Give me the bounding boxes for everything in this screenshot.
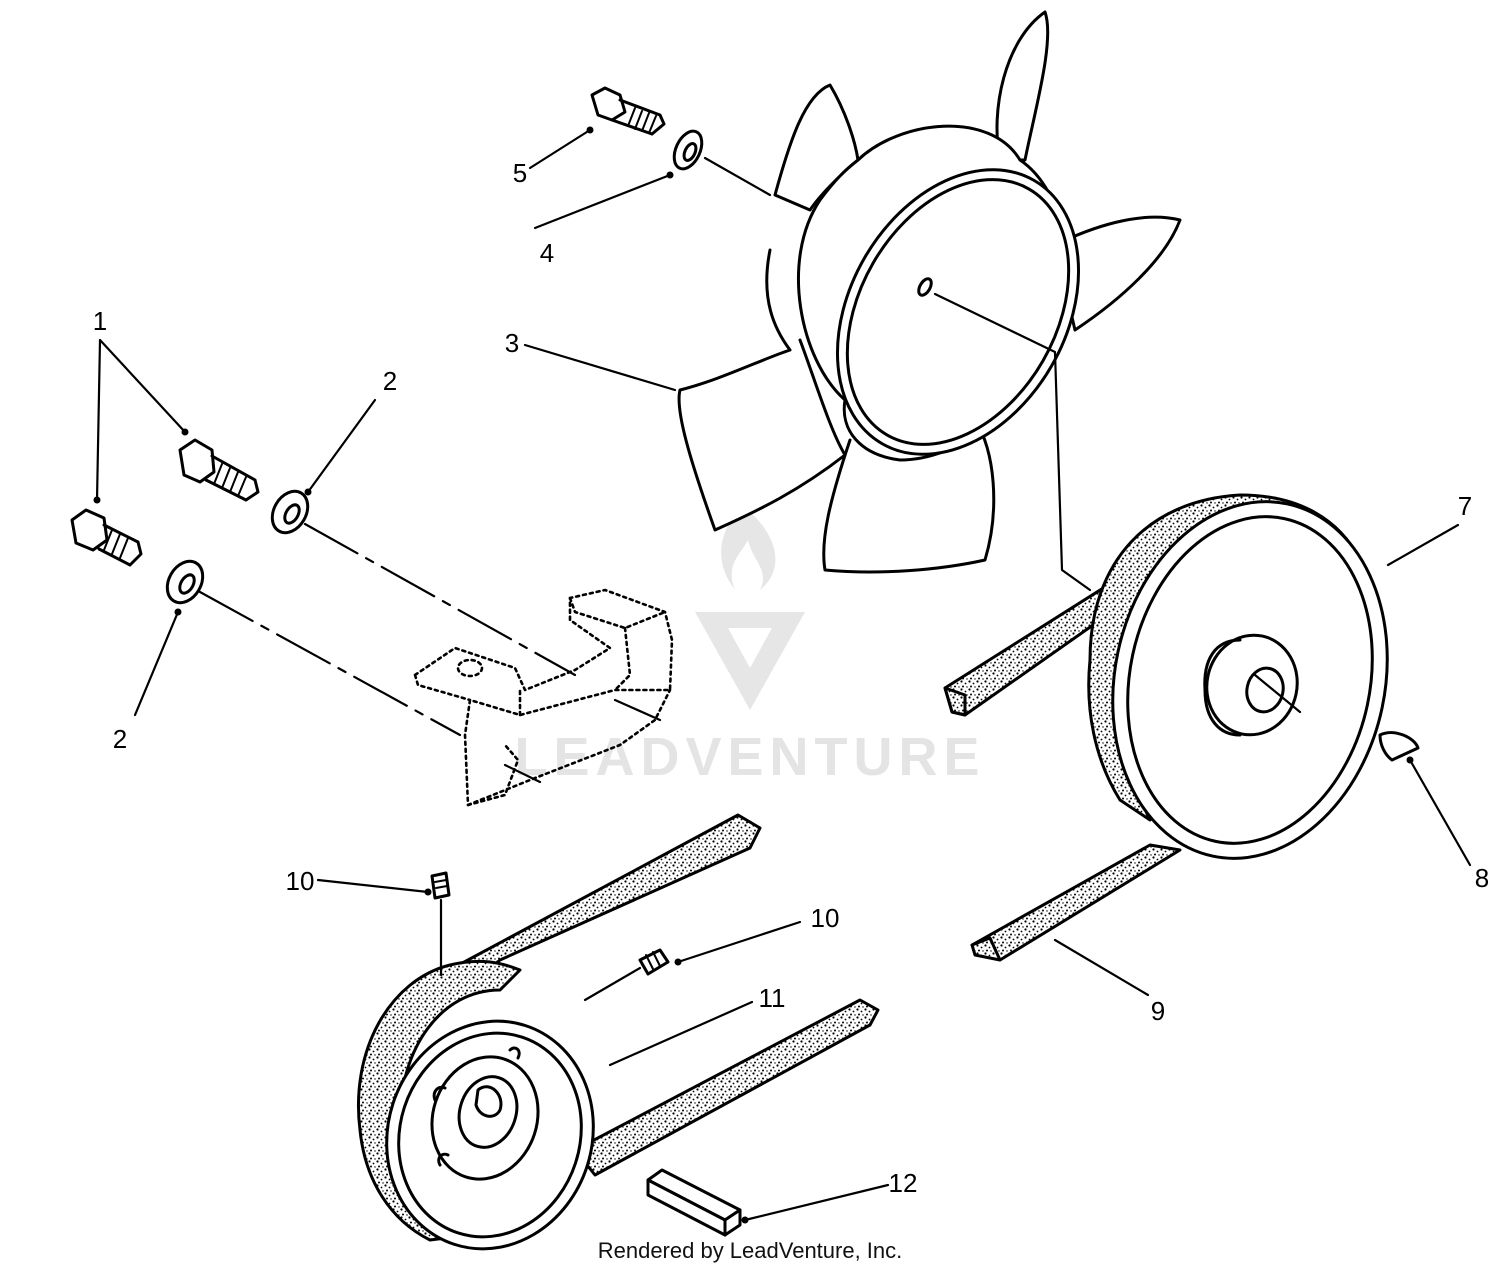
leadventure-logo-icon (695, 505, 805, 710)
square-key-12 (646, 1168, 742, 1237)
bolt-5-axis-line (703, 156, 772, 197)
callout-8: 8 (1475, 863, 1489, 893)
callout-11: 11 (759, 983, 786, 1013)
callout-3: 3 (505, 328, 519, 358)
callout-7: 7 (1458, 491, 1472, 521)
setscrew-10-top (430, 871, 451, 977)
washer-2-upper (270, 489, 310, 535)
fan-axis-line (933, 292, 1092, 592)
bolt-lower-axis-line (198, 590, 462, 737)
leader-dots (93, 126, 1414, 1224)
woodruff-key-8 (1378, 731, 1420, 762)
bolt-upper-axis-line (303, 522, 577, 677)
callout-12: 12 (889, 1168, 918, 1198)
bolt-1-lower (70, 508, 143, 567)
leader-lines (95, 128, 1472, 1222)
callout-2-lower: 2 (113, 724, 127, 754)
callouts: 1 2 2 3 4 5 7 8 9 10 10 11 12 (93, 158, 1489, 1198)
callout-10-right: 10 (811, 903, 840, 933)
mounting-bracket (413, 588, 674, 807)
bolt-1-upper (178, 438, 260, 502)
washer-4 (672, 129, 704, 171)
setscrew-10-side (583, 948, 670, 1002)
pulley-11 (357, 813, 880, 1251)
fan (677, 10, 1182, 574)
callout-1: 1 (93, 306, 107, 336)
bolt-5 (590, 86, 666, 136)
callout-2-upper: 2 (383, 366, 397, 396)
callout-9: 9 (1151, 996, 1165, 1026)
callout-4: 4 (540, 238, 554, 268)
callout-10-left: 10 (286, 866, 315, 896)
washer-2-lower (165, 559, 205, 605)
footer-credit: Rendered by LeadVenture, Inc. (597, 1238, 903, 1263)
watermark-text: LEADVENTURE (514, 727, 985, 787)
callout-5: 5 (513, 158, 527, 188)
pulley-7 (943, 493, 1389, 962)
